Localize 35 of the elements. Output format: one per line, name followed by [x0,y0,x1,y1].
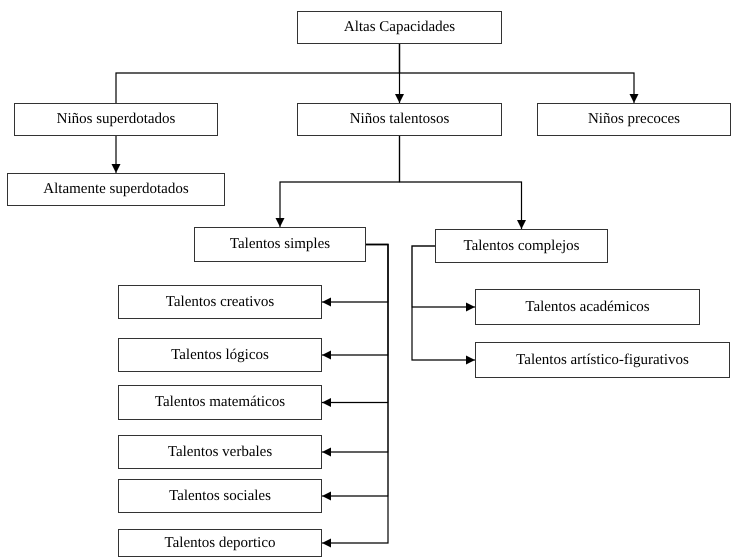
box-label: Altas Capacidades [344,18,456,37]
box-label: Talentos simples [230,235,330,254]
box-label: Altamente superdotados [43,180,189,199]
arrow [398,44,638,103]
box-label: Talentos artístico-figurativos [516,350,689,370]
category-box [194,227,366,262]
category-box [475,342,730,378]
category-box [475,289,700,325]
category-box [118,285,322,319]
box-label: Niños talentosos [350,110,450,129]
category-box [7,173,225,206]
category-box [537,103,731,136]
category-box [118,385,322,420]
category-box [118,338,322,372]
box-label: Talentos matemáticos [154,393,286,412]
box-label: Talentos sociales [169,486,271,506]
box-label: Talentos verbales [168,442,272,462]
box-label: Talentos académicos [525,298,650,316]
arrow [411,245,475,364]
box-label: Talentos deportico [164,534,276,552]
category-box [118,435,322,469]
box-label: Talentos complejos [463,236,580,256]
category-box [297,103,502,136]
category-box [297,11,502,44]
category-box [118,529,322,557]
arrow [398,136,526,229]
arrow [112,136,120,173]
box-label: Talentos creativos [166,292,274,312]
box-label: Niños superdotados [56,110,176,129]
box-label: Niños precoces [588,110,680,129]
arrow [322,244,389,548]
category-box [118,479,322,513]
category-box [435,229,608,263]
box-label: Talentos lógicos [171,346,269,364]
category-box [14,103,218,136]
